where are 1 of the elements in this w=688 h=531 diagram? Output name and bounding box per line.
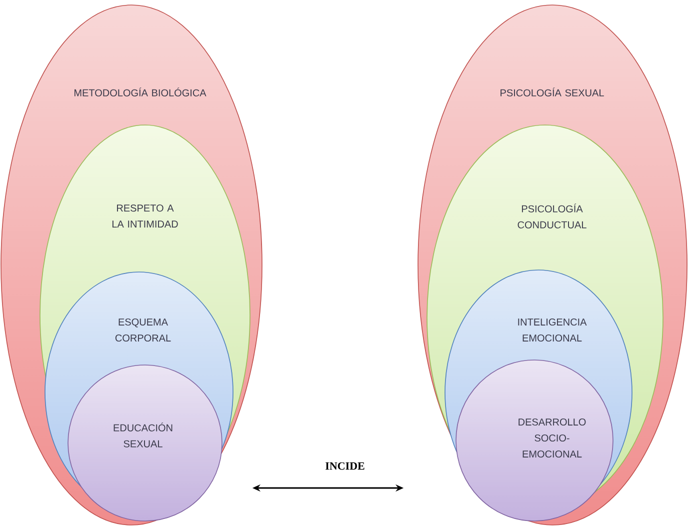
edge-label: INCIDE: [326, 462, 364, 470]
